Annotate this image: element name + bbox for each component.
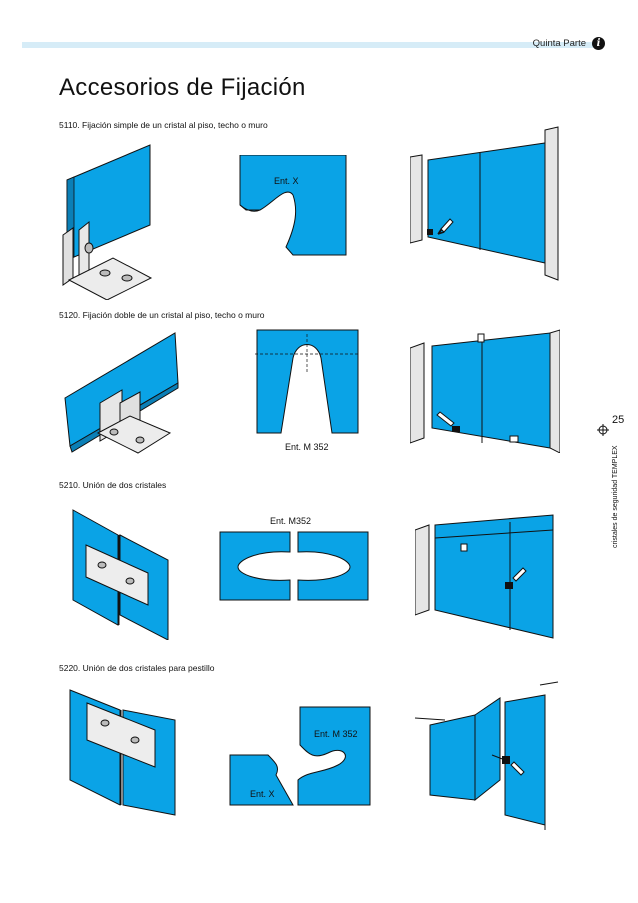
header-band xyxy=(22,42,594,48)
glass-joint-illustration xyxy=(72,509,169,640)
single-clamp-illustration xyxy=(62,144,153,300)
page-title: Accesorios de Fijación xyxy=(59,74,306,101)
caption-5220: 5220. Unión de dos cristales para pestil… xyxy=(59,663,215,673)
installed-double-illustration xyxy=(410,329,560,453)
latch-joint-illustration xyxy=(69,689,176,816)
double-clamp-illustration xyxy=(64,332,179,454)
detail-x-illustration: Ent. X xyxy=(239,155,347,256)
latch-detail-illustration: Ent. M 352 Ent. X xyxy=(229,706,371,806)
caption-5210: 5210. Unión de dos cristales xyxy=(59,480,167,490)
info-icon: i xyxy=(592,37,605,50)
page-number: 25 xyxy=(612,414,625,426)
section-label: Quinta Parte xyxy=(532,38,586,49)
caption-5110: 5110. Fijación simple de un cristal al p… xyxy=(59,120,268,130)
caption-5120: 5120. Fijación doble de un cristal al pi… xyxy=(59,310,265,320)
installed-latch-illustration xyxy=(414,681,559,830)
side-text: cristales de seguridad TEMPLEX xyxy=(612,445,619,548)
detail-label-5120: Ent. M 352 xyxy=(285,442,329,452)
detail-label-5110: Ent. X xyxy=(274,176,299,186)
detail-m352-illustration: Ent. M 352 xyxy=(255,329,360,452)
joint-detail-illustration: Ent. M352 xyxy=(219,516,369,601)
detail-label-5220-a: Ent. M 352 xyxy=(314,729,358,739)
detail-label-5210: Ent. M352 xyxy=(270,516,311,526)
detail-label-5220-b: Ent. X xyxy=(250,789,275,799)
crosshair-icon xyxy=(597,424,609,436)
installed-single-illustration xyxy=(410,126,559,281)
installed-joint-illustration xyxy=(415,514,554,639)
